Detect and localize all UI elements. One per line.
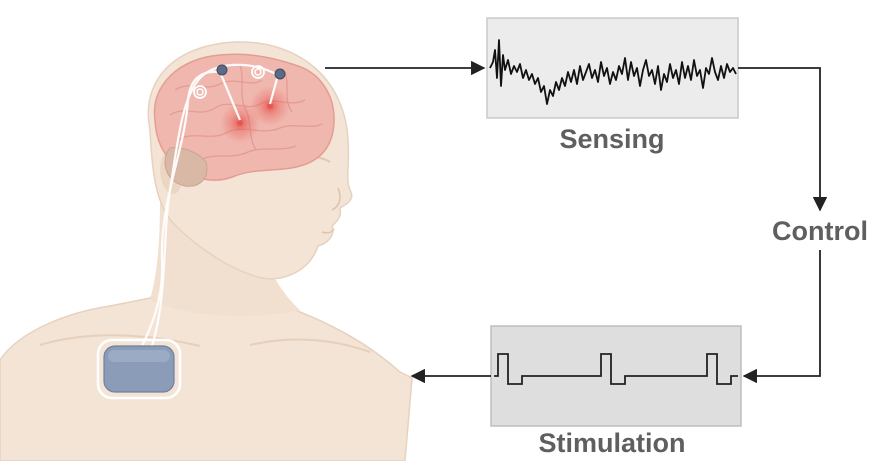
mouth-line <box>321 228 335 234</box>
electrode-leads <box>139 63 280 353</box>
electrode-right <box>274 68 286 80</box>
head-illustration <box>0 41 413 461</box>
sensing-label: Sensing <box>559 124 664 154</box>
stimulation-label: Stimulation <box>539 428 686 458</box>
eeg-signal-trace <box>489 39 737 105</box>
sensing-signal-box <box>486 17 739 119</box>
control-label: Control <box>772 216 868 246</box>
implanted-stimulator-device <box>96 338 182 400</box>
arrow-sensing-to-control <box>738 67 828 212</box>
flow-arrows <box>325 60 828 384</box>
stimulation-pulse-trace <box>494 353 738 385</box>
nose-line <box>331 187 341 211</box>
sensing-panel: Sensing <box>486 17 739 154</box>
stimulation-panel: Stimulation <box>490 325 742 458</box>
electrode-left <box>216 64 228 76</box>
arrow-control-to-stimulation <box>742 250 821 384</box>
